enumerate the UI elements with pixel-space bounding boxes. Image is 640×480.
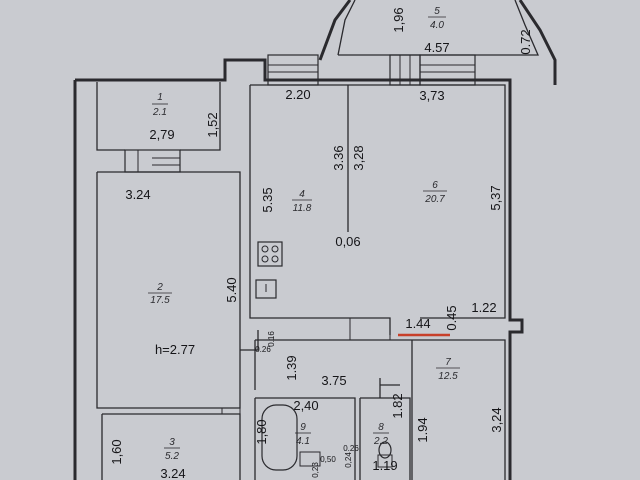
- room-4-number: 4: [299, 189, 305, 200]
- dim-1-80: 1,80: [254, 419, 269, 444]
- dim-0-26: 0.26: [255, 345, 271, 354]
- outer-wall: [75, 58, 524, 480]
- dim-5-37: 5,37: [488, 185, 503, 210]
- room-1-number: 1: [157, 92, 163, 103]
- room-2-area: 17.5: [150, 295, 170, 306]
- bath-8-walls: [359, 397, 411, 480]
- door-bath-8: [379, 378, 400, 398]
- bath-9-walls: [254, 397, 356, 480]
- room-8-number: 8: [378, 422, 384, 433]
- room-2-number: 2: [156, 282, 163, 293]
- window-top-right: [389, 54, 476, 86]
- dim-1-94: 1.94: [415, 417, 430, 442]
- dim-1-96: 1,96: [391, 7, 406, 32]
- room-3-number: 3: [169, 437, 175, 448]
- room-8-area: 2.2: [373, 436, 388, 447]
- dim-3-24-bottom: 3.24: [160, 466, 185, 480]
- window-right: [221, 317, 391, 415]
- dim-0-23: 0,23: [311, 462, 320, 478]
- room-6-area: 20.7: [424, 194, 445, 205]
- dim-1-39: 1.39: [284, 355, 299, 380]
- dim-0-72: 0.72: [518, 29, 533, 54]
- dim-2-40: 2,40: [293, 398, 318, 413]
- dim-3-28: 3,28: [351, 145, 366, 170]
- dim-1-60: 1,60: [109, 439, 124, 464]
- dim-0-16: 0.16: [267, 331, 276, 347]
- sink-icon: [255, 279, 277, 299]
- dim-1-22: 1.22: [471, 300, 496, 315]
- room-6-number: 6: [432, 180, 438, 191]
- dim-0-50: 0,50: [320, 455, 336, 464]
- dim-5-40: 5.40: [224, 277, 239, 302]
- dim-3-24-right: 3,24: [489, 407, 504, 432]
- room-1-walls: [96, 82, 221, 151]
- dim-3-24-top: 3.24: [125, 187, 150, 202]
- dim-5-35: 5.35: [260, 187, 275, 212]
- window-top-left: [267, 54, 319, 86]
- dim-0-24: 0,24: [344, 452, 353, 468]
- dimension-labels: 1,96 4.57 0.72 2.20 3,73 1,52 2,79 3.36 …: [109, 7, 533, 480]
- room-5-number: 5: [434, 6, 440, 17]
- dim-2-79: 2,79: [149, 127, 174, 142]
- room-7-walls: [254, 339, 506, 480]
- dim-4-57: 4.57: [424, 40, 449, 55]
- fixtures: [240, 241, 400, 471]
- room-1-area: 2.1: [152, 107, 167, 118]
- balcony: [124, 0, 557, 415]
- dim-0-26b: 0.26: [343, 444, 359, 453]
- dim-0-45: 0.45: [444, 305, 459, 330]
- dim-1-19: 1.19: [372, 458, 397, 473]
- dim-3-73: 3,73: [419, 88, 444, 103]
- dim-1-44: 1.44: [405, 316, 430, 331]
- bathtub-icon: [261, 404, 321, 471]
- dim-2-20: 2.20: [285, 87, 310, 102]
- dim-1-52: 1,52: [205, 112, 220, 137]
- room-9-area: 4.1: [296, 436, 310, 447]
- toilet-icon: [377, 441, 393, 468]
- room-9-number: 9: [300, 422, 306, 433]
- room-7-area: 12.5: [438, 371, 458, 382]
- balcony-outline: [318, 0, 557, 85]
- room-7-number: 7: [445, 357, 451, 368]
- dim-0-06: 0,06: [335, 234, 360, 249]
- room-labels: 1 2.1 2 17.5 3 5.2 4 11.8 5 4.0 6 20.7 7…: [148, 6, 460, 462]
- room-5-area: 4.0: [430, 20, 444, 31]
- dim-3-36: 3.36: [331, 145, 346, 170]
- room-3-area: 5.2: [165, 451, 179, 462]
- room-4-area: 11.8: [293, 203, 312, 214]
- window-room-1: [124, 149, 181, 173]
- ceiling-height: h=2.77: [155, 342, 195, 357]
- dim-1-82: 1.82: [390, 393, 405, 418]
- door-room-2: [240, 330, 259, 351]
- dim-3-75: 3.75: [321, 373, 346, 388]
- stove-icon: [257, 241, 283, 267]
